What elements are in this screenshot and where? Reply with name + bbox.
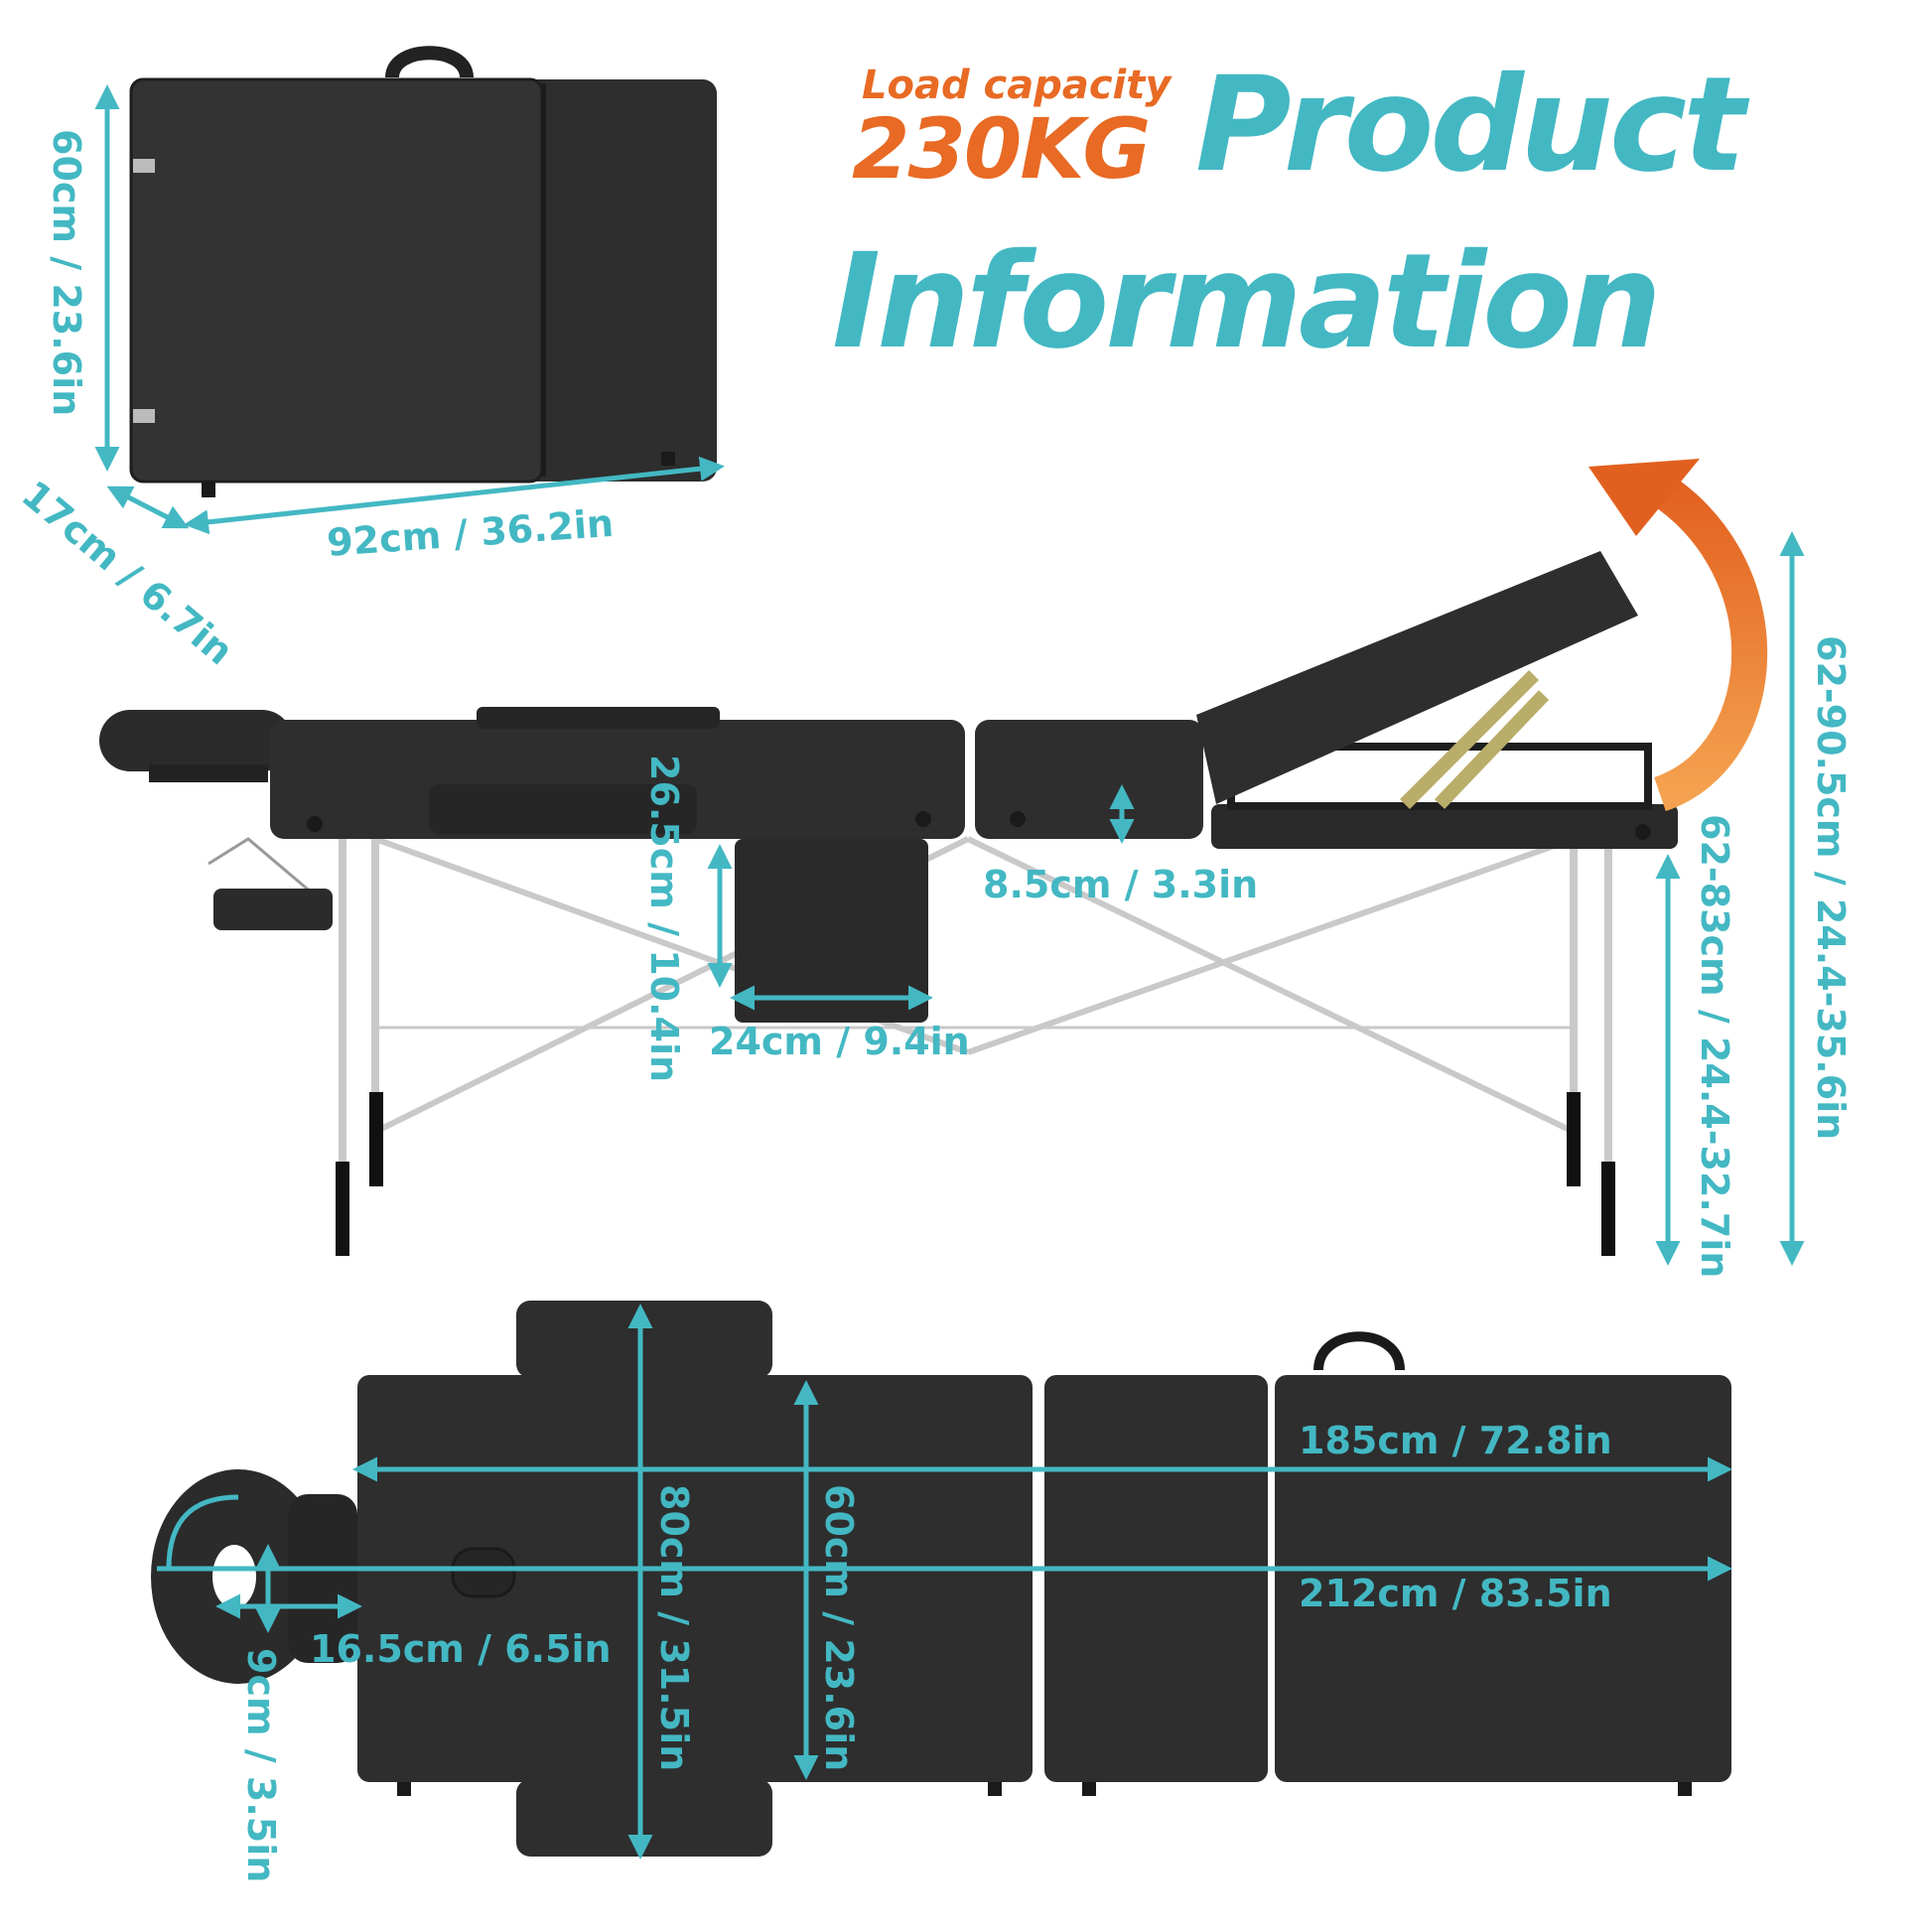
- case-handle: [385, 46, 474, 79]
- case-latch-bottom: [133, 409, 155, 423]
- case-width-arrow: [184, 456, 725, 535]
- total-length-label: 212cm / 83.5in: [1299, 1572, 1612, 1615]
- arm-rest-top-lower: [516, 1779, 772, 1857]
- length-label: 185cm / 72.8in: [1299, 1419, 1612, 1462]
- backrest-hinge-right: [1434, 690, 1550, 809]
- face-hole-top: [451, 1547, 516, 1598]
- hole-depth-label: 26.5cm / 10.4in: [642, 755, 686, 1083]
- raise-arrowhead: [1588, 459, 1700, 536]
- case-left-panel: [129, 77, 544, 483]
- width-with-arms-label: 80cm / 31.5in: [652, 1484, 696, 1772]
- hole-width-label: 24cm / 9.4in: [709, 1020, 970, 1063]
- storage-pouch: [735, 839, 928, 1023]
- case-height-label: 60cm / 23.6in: [45, 129, 88, 417]
- title-product: Product: [1195, 49, 1745, 202]
- height-range-label: 62-83cm / 24.4-32.7in: [1693, 814, 1736, 1279]
- arm-rest-top-upper: [516, 1301, 772, 1378]
- backrest-hinge-left: [1400, 670, 1539, 809]
- top-handle: [1313, 1331, 1405, 1371]
- load-capacity-label: Load capacity: [862, 63, 1172, 108]
- top-section-middle: [1044, 1375, 1268, 1782]
- case-latch-top: [133, 159, 155, 173]
- face-hole-width-label: 16.5cm / 6.5in: [310, 1627, 612, 1671]
- folded-case: [129, 46, 717, 497]
- face-cradle-side: [99, 710, 293, 771]
- title-information: Information: [832, 225, 1662, 378]
- table-frame: [339, 836, 1612, 1251]
- table-section-middle: [975, 720, 1203, 839]
- arm-rest-side: [213, 889, 333, 930]
- side-view-table: [99, 551, 1678, 1256]
- raise-arrow: [1634, 463, 1768, 812]
- backrest-raised: [1196, 551, 1638, 804]
- table-frame-rail: [1211, 804, 1678, 849]
- face-cradle-hole: [212, 1545, 256, 1608]
- thickness-label: 8.5cm / 3.3in: [983, 863, 1259, 906]
- arm-pad-side: [429, 784, 697, 834]
- backrest-height-range-label: 62-90.5cm / 24.4-35.6in: [1809, 635, 1853, 1141]
- load-capacity-value: 230KG: [852, 100, 1151, 198]
- face-hole-height-label: 9cm / 3.5in: [239, 1648, 283, 1883]
- case-depth-arrow: [106, 485, 190, 529]
- width-label: 60cm / 23.6in: [817, 1484, 861, 1772]
